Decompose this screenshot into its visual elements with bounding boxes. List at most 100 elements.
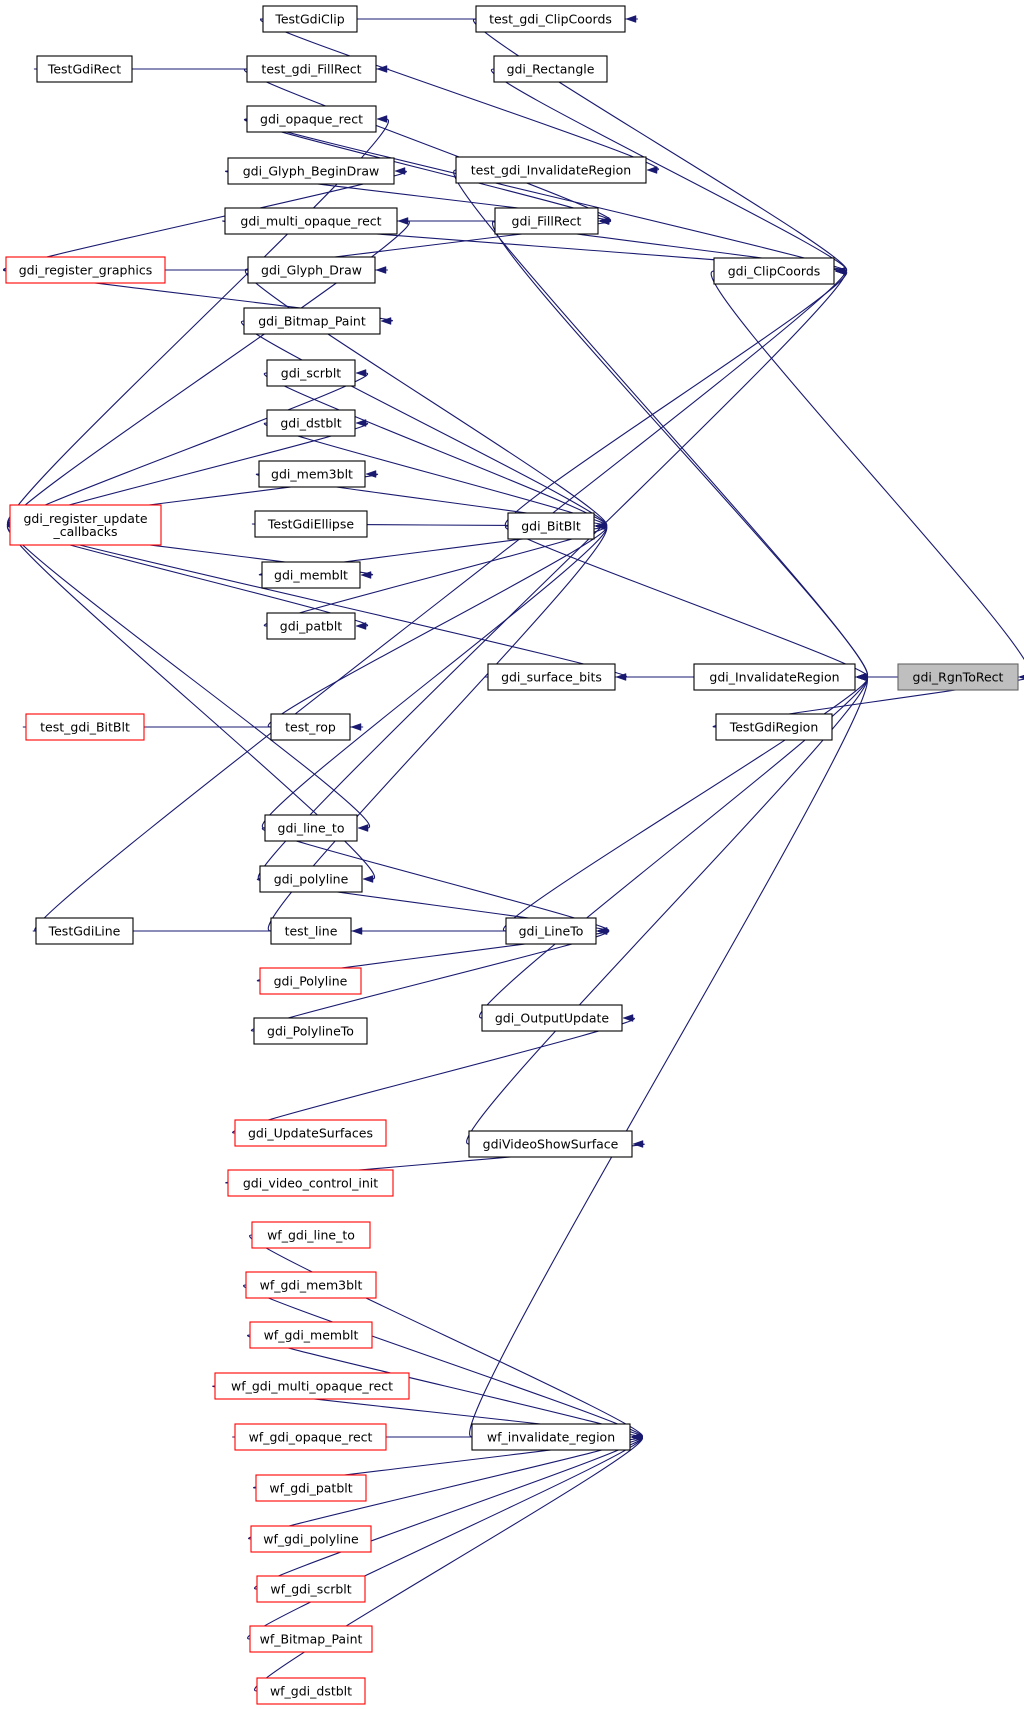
node-test-gdi-clip[interactable]: TestGdiClip: [262, 5, 358, 33]
node-gdi-fill-rect[interactable]: gdi_FillRect: [494, 207, 599, 235]
node-label: gdi_FillRect: [512, 213, 582, 228]
node-box: [259, 865, 363, 893]
node-label: test_gdi_InvalidateRegion: [471, 162, 631, 177]
node-label: gdi_BitBlt: [521, 518, 581, 533]
node-box: [481, 1004, 623, 1032]
node-box: [249, 1625, 373, 1653]
node-gdi-scrblt[interactable]: gdi_scrblt: [266, 359, 356, 387]
edge-arrowhead: [357, 824, 369, 832]
node-gdi-line-to[interactable]: gdi_line_to: [264, 814, 358, 842]
edge-wf-gdi-dstblt-to-wf-invalidate-region: [254, 1436, 643, 1692]
node-gdi-output-update[interactable]: gdi_OutputUpdate: [481, 1004, 623, 1032]
node-box: [487, 663, 616, 691]
node-label: gdi_UpdateSurfaces: [248, 1125, 373, 1140]
node-gdi-mem3blt[interactable]: gdi_mem3blt: [258, 460, 366, 488]
node-gdi-video-show-surface[interactable]: gdiVideoShowSurface: [468, 1130, 633, 1158]
node-label: wf_Bitmap_Paint: [260, 1631, 363, 1646]
node-box: [505, 917, 597, 945]
node-box: [494, 207, 599, 235]
node-label: TestGdiRect: [47, 61, 121, 76]
edge-gdi-bit-blt-to-gdi-invalidate-region: [504, 525, 869, 678]
node-gdi-video-control-init[interactable]: gdi_video_control_init: [227, 1169, 394, 1197]
node-gdi-opaque-rect[interactable]: gdi_opaque_rect: [246, 105, 377, 133]
node-label: gdi_Rectangle: [507, 61, 595, 76]
node-box: [468, 1130, 633, 1158]
edge-test-gdi-invalidate-region-to-gdi-invalidate-region: [453, 169, 868, 678]
edge-arrowhead: [355, 369, 367, 377]
node-label: test_gdi_FillRect: [261, 61, 361, 76]
node-gdi-bitmap-paint[interactable]: gdi_Bitmap_Paint: [243, 307, 381, 335]
node-test-gdi-bit-blt[interactable]: test_gdi_BitBlt: [25, 713, 145, 741]
node-wf-gdi-polyline[interactable]: wf_gdi_polyline: [250, 1525, 372, 1553]
node-gdi-glyph-draw[interactable]: gdi_Glyph_Draw: [247, 256, 376, 284]
node-box: [897, 663, 1019, 691]
node-gdi-line-to[interactable]: gdi_LineTo: [505, 917, 597, 945]
node-wf-gdi-mem3blt[interactable]: wf_gdi_mem3blt: [245, 1271, 377, 1299]
node-label: gdi_PolylineTo: [267, 1023, 354, 1038]
node-box: [259, 967, 362, 995]
edge-arrowhead: [376, 65, 388, 73]
node-gdi-register-graphics[interactable]: gdi_register_graphics: [5, 256, 166, 284]
node-box: [247, 256, 376, 284]
node-label: wf_gdi_mem3blt: [260, 1277, 363, 1292]
node-gdi-rectangle[interactable]: gdi_Rectangle: [493, 55, 608, 83]
node-test-gdi-invalidate-region[interactable]: test_gdi_InvalidateRegion: [455, 156, 647, 184]
node-test-rop[interactable]: test_rop: [270, 713, 351, 741]
node-gdi-bit-blt[interactable]: gdi_BitBlt: [507, 512, 595, 540]
node-wf-gdi-memblt[interactable]: wf_gdi_memblt: [249, 1321, 373, 1349]
node-gdi-surface-bits[interactable]: gdi_surface_bits: [487, 663, 616, 691]
node-gdi-polyline-to[interactable]: gdi_PolylineTo: [253, 1017, 368, 1045]
node-wf-gdi-dstblt[interactable]: wf_gdi_dstblt: [256, 1677, 366, 1705]
edge-gdi-line-to-to-gdi-bit-blt: [261, 525, 608, 829]
node-test-gdi-clip-coords[interactable]: test_gdi_ClipCoords: [475, 5, 626, 33]
node-label: test_rop: [285, 719, 336, 734]
node-box: [246, 105, 377, 133]
node-gdi-clip-coords[interactable]: gdi_ClipCoords: [713, 257, 835, 285]
edge-wf-gdi-scrblt-to-wf-invalidate-region: [253, 1436, 644, 1590]
node-gdi-multi-opaque-rect[interactable]: gdi_multi_opaque_rect: [224, 207, 398, 235]
node-box: [243, 307, 381, 335]
node-wf-bitmap-paint[interactable]: wf_Bitmap_Paint: [249, 1625, 373, 1653]
node-gdi-patblt[interactable]: gdi_patblt: [266, 612, 356, 640]
node-label: wf_gdi_polyline: [263, 1531, 359, 1546]
edge-arrowhead: [380, 317, 392, 325]
node-box: [507, 512, 595, 540]
node-wf-invalidate-region[interactable]: wf_invalidate_region: [471, 1423, 631, 1451]
node-gdi-polyline[interactable]: gdi_polyline: [259, 865, 363, 893]
node-test-gdi-region[interactable]: TestGdiRegion: [715, 713, 833, 741]
edge-arrowhead: [855, 673, 867, 681]
edge-arrowhead: [394, 167, 406, 175]
node-label: gdi_ClipCoords: [728, 263, 821, 278]
node-gdi-polyline[interactable]: gdi_Polyline: [259, 967, 362, 995]
node-test-gdi-ellipse[interactable]: TestGdiEllipse: [254, 510, 368, 538]
node-box: [214, 1372, 410, 1400]
node-test-gdi-rect[interactable]: TestGdiRect: [36, 55, 133, 83]
node-gdi-register-update-callbacks[interactable]: gdi_register_update_callbacks: [9, 504, 162, 546]
node-test-gdi-line[interactable]: TestGdiLine: [35, 917, 134, 945]
node-layer: gdi_RgnToRectgdi_InvalidateRegionTestGdi…: [5, 5, 1019, 1705]
node-box: [471, 1423, 631, 1451]
node-gdi-invalidate-region[interactable]: gdi_InvalidateRegion: [693, 663, 856, 691]
node-test-line[interactable]: test_line: [270, 917, 352, 945]
node-box: [493, 55, 608, 83]
node-box: [256, 1575, 366, 1603]
node-gdi-rgn-to-rect[interactable]: gdi_RgnToRect: [897, 663, 1019, 691]
node-test-gdi-fill-rect[interactable]: test_gdi_FillRect: [246, 55, 377, 83]
node-wf-gdi-multi-opaque-rect[interactable]: wf_gdi_multi_opaque_rect: [214, 1372, 410, 1400]
node-label: gdi_Glyph_BeginDraw: [243, 163, 380, 178]
node-wf-gdi-patblt[interactable]: wf_gdi_patblt: [255, 1474, 367, 1502]
edge-gdi-video-show-surface-to-gdi-invalidate-region: [466, 676, 868, 1145]
node-gdi-dstblt[interactable]: gdi_dstblt: [266, 409, 356, 437]
node-gdi-update-surfaces[interactable]: gdi_UpdateSurfaces: [234, 1119, 387, 1147]
node-gdi-memblt[interactable]: gdi_memblt: [261, 561, 361, 589]
node-wf-gdi-line-to[interactable]: wf_gdi_line_to: [251, 1221, 371, 1249]
edge-gdi-register-update-callbacks-to-gdi-opaque-rect: [6, 118, 390, 526]
edge-arrowhead: [365, 470, 377, 478]
node-label: gdi_Glyph_Draw: [261, 262, 362, 277]
node-wf-gdi-opaque-rect[interactable]: wf_gdi_opaque_rect: [234, 1423, 387, 1451]
edge-gdi-register-update-callbacks-to-gdi-surface-bits: [7, 524, 628, 678]
node-wf-gdi-scrblt[interactable]: wf_gdi_scrblt: [256, 1575, 366, 1603]
node-gdi-glyph-begin-draw[interactable]: gdi_Glyph_BeginDraw: [227, 157, 395, 185]
node-label: gdi_memblt: [274, 567, 348, 582]
node-label: wf_gdi_patblt: [269, 1480, 352, 1495]
